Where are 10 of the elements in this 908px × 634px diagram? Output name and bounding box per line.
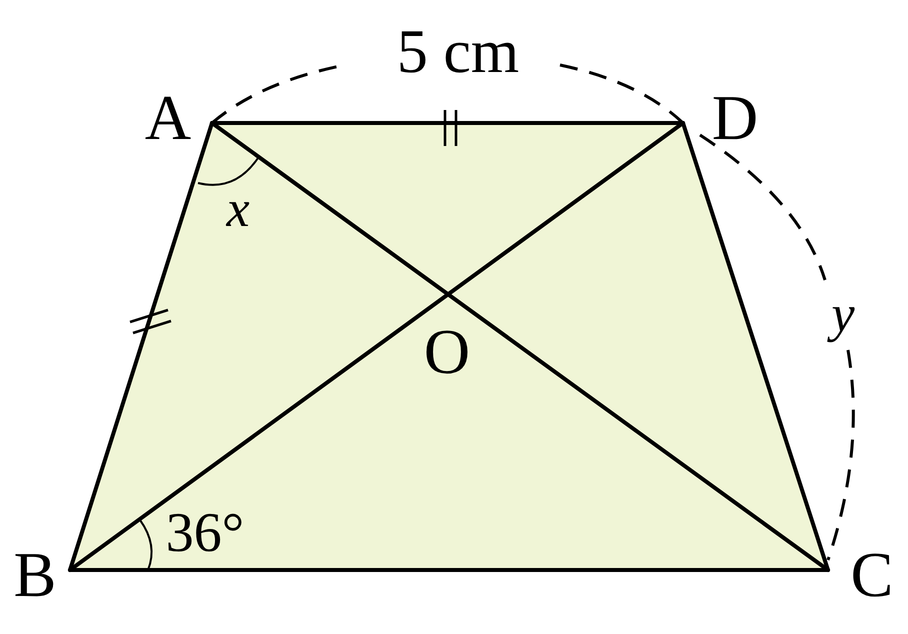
dimension-label: 5 cm (396, 21, 520, 83)
vertex-label: D (712, 86, 758, 150)
line-segment (68, 568, 830, 572)
point-label: O (424, 320, 470, 384)
angle-label: x (226, 184, 250, 236)
line-segment (210, 121, 685, 125)
vertex-label: B (14, 543, 56, 607)
vertex-label: A (144, 86, 192, 150)
angle-label: 36° (166, 505, 244, 561)
vertex-label: C (850, 543, 894, 607)
